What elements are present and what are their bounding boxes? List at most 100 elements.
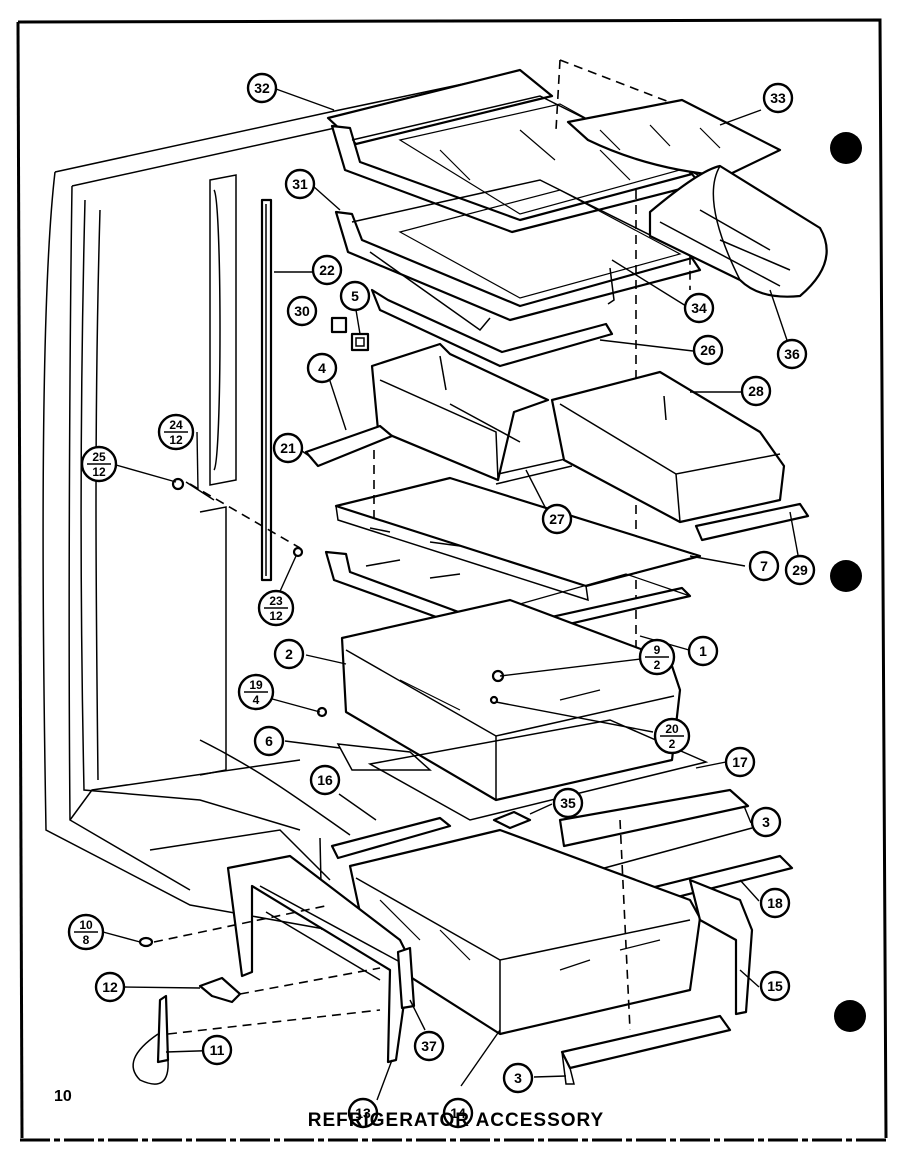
callout-circle-12 bbox=[94, 971, 126, 1003]
callout-label-13: 13 bbox=[355, 1105, 371, 1121]
callout-label-4: 4 bbox=[318, 360, 326, 376]
callout-circle-37 bbox=[413, 1030, 445, 1062]
part-15-support-frame bbox=[688, 878, 754, 1016]
callout-label-18: 18 bbox=[767, 895, 783, 911]
dashed-guide-top bbox=[555, 59, 561, 131]
callout-circle-14 bbox=[442, 1097, 474, 1129]
part-28-drawer bbox=[550, 370, 786, 524]
part-37-bracket bbox=[396, 946, 416, 1010]
callout-circle-26 bbox=[692, 334, 724, 366]
part-30-clip bbox=[330, 316, 348, 334]
callout-circle-2 bbox=[273, 638, 305, 670]
callout-circle-4 bbox=[306, 352, 338, 384]
fraction-numerator-25-12: 25 bbox=[92, 450, 106, 464]
leader-lines bbox=[102, 88, 799, 1101]
callout-circle-6 bbox=[253, 725, 285, 757]
callout-circle-18 bbox=[759, 887, 791, 919]
fraction-numerator-9-2: 9 bbox=[654, 643, 661, 657]
callout-circle-17 bbox=[724, 746, 756, 778]
callout-circle-32 bbox=[246, 72, 278, 104]
part-25-pivot bbox=[171, 477, 185, 491]
callout-circle-22 bbox=[311, 254, 343, 286]
callout-circle-3a bbox=[750, 806, 782, 838]
diagram-caption: REFRIGERATOR ACCESSORY bbox=[307, 1110, 605, 1131]
callout-label-17: 17 bbox=[732, 754, 748, 770]
callout-circle-27 bbox=[541, 503, 573, 535]
callout-circle-33 bbox=[762, 82, 794, 114]
callout-label-26: 26 bbox=[700, 342, 716, 358]
callout-label-32: 32 bbox=[254, 80, 270, 96]
callout-circle-3b bbox=[502, 1062, 534, 1094]
callout-circle-7 bbox=[748, 550, 780, 582]
callout-circle-36 bbox=[776, 338, 808, 370]
callout-circle-15 bbox=[759, 970, 791, 1002]
fraction-denominator-24-12: 12 bbox=[169, 433, 183, 447]
callout-label-15: 15 bbox=[767, 978, 783, 994]
part-23-screw bbox=[292, 546, 304, 558]
callout-label-27: 27 bbox=[549, 511, 565, 527]
fraction-numerator-20-2: 20 bbox=[665, 722, 679, 736]
registration-dot-bottom bbox=[834, 1000, 866, 1032]
part-31-shelf bbox=[334, 179, 702, 332]
part-5-clip bbox=[350, 332, 370, 352]
callout-label-37: 37 bbox=[421, 1038, 437, 1054]
callout-label-5: 5 bbox=[351, 288, 359, 304]
callout-circle-11 bbox=[201, 1034, 233, 1066]
fraction-denominator-20-2: 2 bbox=[669, 737, 676, 751]
callout-label-34: 34 bbox=[691, 300, 707, 316]
callout-circle-1 bbox=[687, 635, 719, 667]
page-frame-top-right bbox=[17, 18, 888, 1139]
callout-label-1: 1 bbox=[699, 643, 707, 659]
fraction-numerator-23-12: 23 bbox=[269, 594, 283, 608]
callout-label-36: 36 bbox=[784, 346, 800, 362]
dashed-guide-11 bbox=[167, 1009, 381, 1035]
part-7-glass-shelf bbox=[334, 476, 702, 602]
callout-circle-35 bbox=[552, 787, 584, 819]
part-12-hinge bbox=[198, 976, 242, 1004]
part-10-plug bbox=[138, 936, 154, 948]
callout-circle-31 bbox=[284, 168, 316, 200]
callout-label-29: 29 bbox=[792, 562, 808, 578]
part-14-bottom-crisper bbox=[348, 828, 702, 1036]
callout-label-21: 21 bbox=[280, 440, 296, 456]
callout-circle-21 bbox=[272, 432, 304, 464]
part-24-hinge-pin bbox=[185, 481, 215, 501]
callout-label-33: 33 bbox=[770, 90, 786, 106]
callout-label-30: 30 bbox=[294, 303, 310, 319]
part-29-rail bbox=[694, 502, 810, 542]
part-21-rail bbox=[304, 424, 394, 468]
part-17-cover bbox=[367, 719, 709, 821]
part-22-rail bbox=[260, 198, 273, 582]
fraction-numerator-10-8: 10 bbox=[79, 918, 93, 932]
part-26-shelf-support bbox=[370, 288, 614, 368]
dashed-guide-12 bbox=[239, 967, 381, 995]
callout-circle-16 bbox=[309, 764, 341, 796]
callout-circle-13 bbox=[347, 1097, 379, 1129]
part-33-glass-cover bbox=[566, 98, 782, 178]
part-6-plate bbox=[336, 743, 432, 771]
part-11-cam bbox=[132, 994, 170, 1085]
callout-circle-34 bbox=[683, 292, 715, 324]
part-4-drawer bbox=[370, 342, 550, 482]
cabinet-liner bbox=[42, 71, 521, 931]
part-35-bracket bbox=[492, 810, 532, 830]
fraction-denominator-9-2: 2 bbox=[654, 658, 661, 672]
fraction-denominator-19-4: 4 bbox=[253, 693, 260, 707]
fraction-numerator-24-12: 24 bbox=[169, 418, 183, 432]
fraction-numerator-19-4: 19 bbox=[249, 678, 263, 692]
callout-label-14: 14 bbox=[450, 1105, 466, 1121]
page-number: 10 bbox=[54, 1088, 72, 1105]
callout-label-31: 31 bbox=[292, 176, 308, 192]
part-13-support-frame bbox=[226, 854, 412, 1064]
callout-label-28: 28 bbox=[748, 383, 764, 399]
dashed-guide-24 bbox=[189, 483, 301, 549]
callout-label-22: 22 bbox=[319, 262, 335, 278]
part-27-frame bbox=[495, 457, 573, 485]
registration-dot-middle bbox=[830, 560, 862, 592]
part-36-crisper-pan bbox=[648, 164, 828, 298]
part-32-top-shelf-frame bbox=[326, 68, 702, 234]
callout-label-35: 35 bbox=[560, 795, 576, 811]
